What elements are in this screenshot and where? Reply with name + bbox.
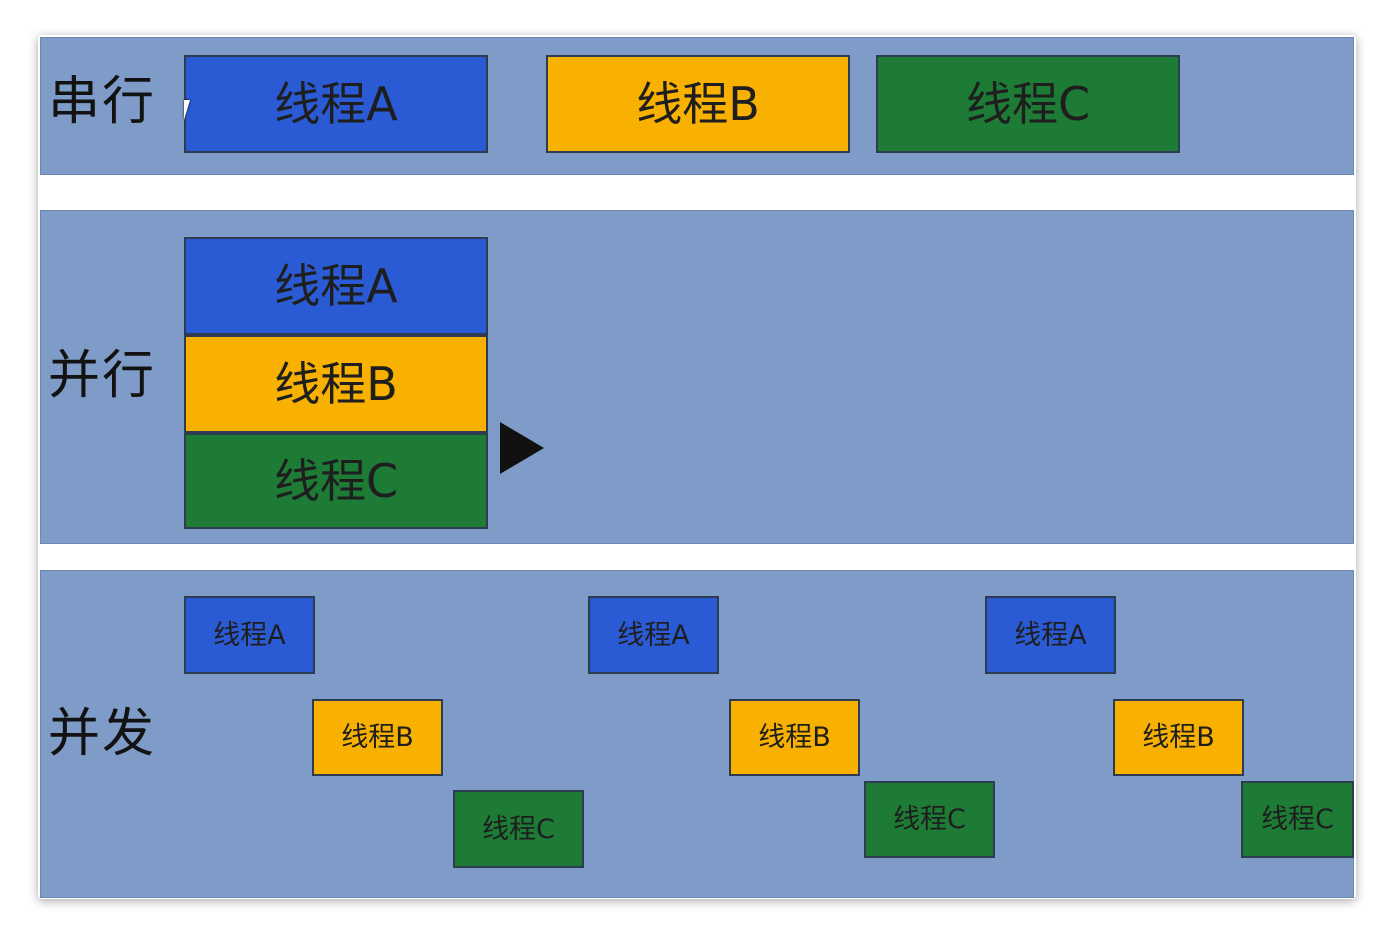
serial-thread-a-block: 线程A: [184, 55, 488, 153]
mouse-cursor-icon: [184, 100, 190, 120]
concurrent-thread-c-block: 线程C: [453, 790, 584, 868]
parallel-thread-a-block: 线程A: [184, 237, 488, 335]
concurrent-thread-b-block: 线程B: [312, 699, 443, 776]
concurrent-thread-a-block: 线程A: [184, 596, 315, 674]
concurrent-thread-b-block: 线程B: [729, 699, 860, 776]
concurrent-thread-c-block: 线程C: [864, 781, 995, 858]
play-icon[interactable]: [500, 422, 544, 474]
parallel-thread-c-block: 线程C: [184, 433, 488, 529]
concurrent-label: 并发: [48, 704, 157, 764]
serial-thread-c-block: 线程C: [876, 55, 1180, 153]
concurrent-thread-b-block: 线程B: [1113, 699, 1244, 776]
parallel-label: 并行: [48, 346, 157, 406]
concurrent-thread-a-block: 线程A: [985, 596, 1116, 674]
serial-thread-b-block: 线程B: [546, 55, 850, 153]
serial-label: 串行: [48, 72, 157, 132]
concurrent-thread-a-block: 线程A: [588, 596, 719, 674]
parallel-thread-b-block: 线程B: [184, 335, 488, 433]
concurrent-thread-c-block: 线程C: [1241, 781, 1354, 858]
